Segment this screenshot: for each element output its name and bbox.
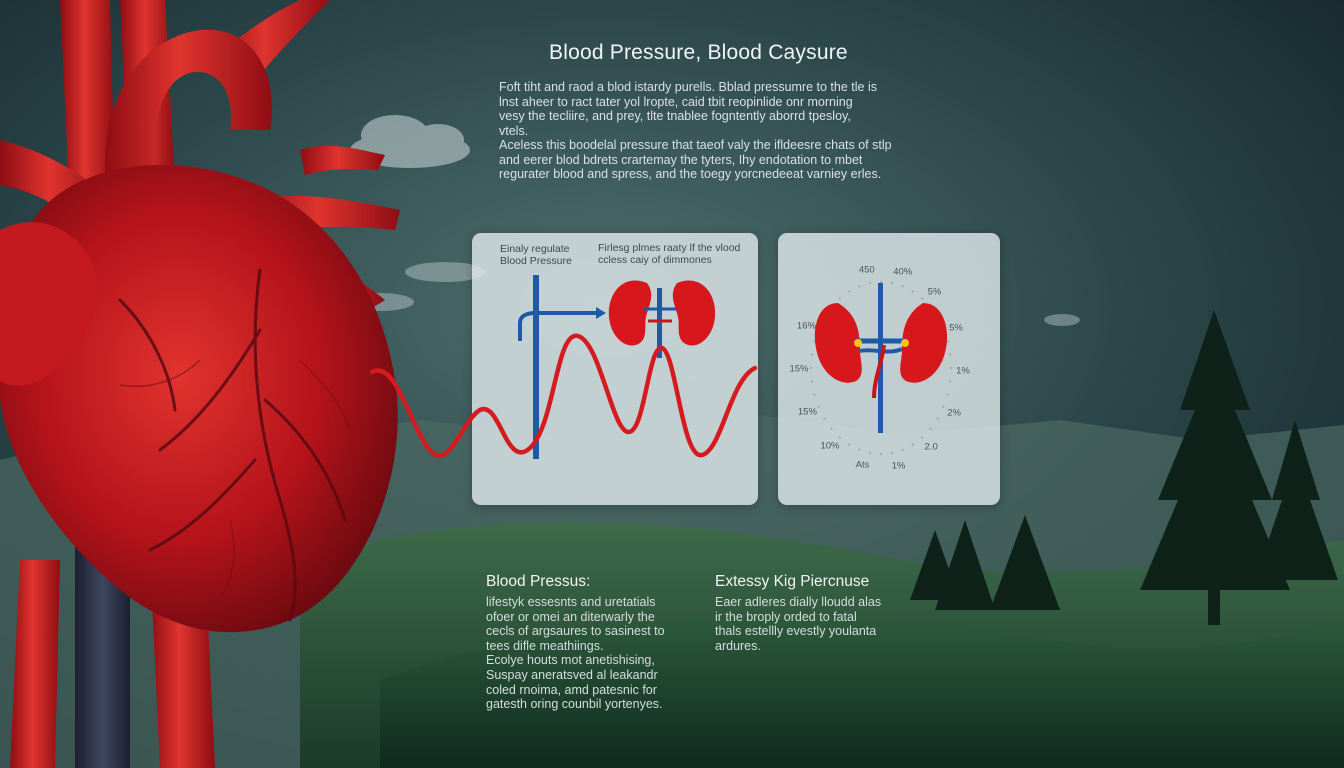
intro-line: vtels. xyxy=(499,123,529,138)
panel-label-regulate: Einaly regulate Blood Pressure xyxy=(500,243,572,267)
dial-label: 1% xyxy=(956,365,970,377)
dial-tick xyxy=(921,297,924,300)
dial-tick xyxy=(830,427,833,430)
pine-tree xyxy=(910,310,1338,625)
dial-label: 5% xyxy=(927,286,942,298)
page-title: Blood Pressure, Blood Caysure xyxy=(549,41,848,64)
dial-label: 16% xyxy=(796,320,816,332)
intro-line: and eerer blod bdrets crartemay the tyte… xyxy=(499,152,863,167)
dial-label: 450 xyxy=(858,264,875,276)
intro-line: vesy the tecliire, and prey, tlte tnable… xyxy=(499,109,851,123)
dial-tick xyxy=(949,380,952,383)
intro-line: Aceless this boodelal pressure that taeo… xyxy=(499,138,892,152)
heart-illustration xyxy=(0,0,400,768)
dial-tick xyxy=(868,281,872,285)
dial-tick xyxy=(813,393,816,396)
dial-tick xyxy=(858,448,861,451)
dial-label: Ats xyxy=(855,459,870,471)
dial-label: 2% xyxy=(947,407,961,419)
dial-tick xyxy=(890,451,894,455)
dial-tick xyxy=(879,280,883,284)
dial-tick xyxy=(868,451,872,455)
section-heading-right: Extessy Kig Piercnuse xyxy=(715,573,870,590)
dial-tick xyxy=(848,290,851,293)
dial-tick xyxy=(813,340,816,343)
dial-tick xyxy=(942,405,945,409)
dial-tick xyxy=(838,297,841,300)
panel-label-hormones: Firlesg plmes raaty lf the vlood ccless … xyxy=(598,242,741,266)
intro-line: regurater blood and spress, and the toeg… xyxy=(499,167,882,181)
blood-pressure-regulation-panel: Einaly regulate Blood Pressure Firlesg p… xyxy=(472,233,758,505)
intro-line: Foft tiht and raod a blod istardy purell… xyxy=(499,80,877,94)
dial-label: 2.0 xyxy=(924,441,938,453)
dial-tick xyxy=(946,340,949,343)
kidney-icon xyxy=(814,303,862,383)
dial-tick xyxy=(809,366,813,370)
dial-tick xyxy=(929,427,932,430)
dial-tick xyxy=(946,393,949,396)
dial-tick xyxy=(823,417,826,420)
kidney-dial-diagram xyxy=(809,280,953,456)
dial-tick xyxy=(949,353,952,356)
dial-tick xyxy=(810,380,813,383)
dial-tick xyxy=(879,452,883,456)
dial-tick xyxy=(936,417,939,420)
dial-tick xyxy=(921,436,924,439)
dial-label: 40% xyxy=(893,266,913,278)
dial-tick xyxy=(901,448,904,451)
pressure-dial-panel: 450 40% 5% 5% 1% 2% 2.0 1% Ats 10% 15% 15% 16% xyxy=(778,233,1000,505)
dial-label: 15% xyxy=(789,363,809,375)
dial-tick xyxy=(810,353,813,356)
section-body-right: Eaer adleres dially lloudd alas ir the b… xyxy=(715,595,882,653)
dial-tick xyxy=(817,405,820,409)
kidney-icon xyxy=(672,280,716,346)
kidney-diagram xyxy=(518,275,716,459)
dial-label: 15% xyxy=(797,406,817,418)
dial-label: 10% xyxy=(820,440,840,452)
intro-line: lnst aheer to ract tater yol lropte, cai… xyxy=(499,94,853,109)
section-body-left: lifestyk essesnts and uretatials ofoer o… xyxy=(486,595,665,712)
artery-line xyxy=(533,275,539,459)
dial-label: 1% xyxy=(891,460,906,472)
kidney-icon xyxy=(608,280,652,346)
kidney-icon xyxy=(900,303,948,383)
section-heading-left: Blood Pressus: xyxy=(486,573,591,590)
dial-tick xyxy=(901,285,904,288)
dial-tick xyxy=(949,366,953,370)
dial-tick xyxy=(911,443,914,446)
dial-tick xyxy=(838,436,841,439)
intro-paragraph: Foft tiht and raod a blod istardy purell… xyxy=(499,80,919,182)
dial-tick xyxy=(848,443,851,446)
dial-tick xyxy=(911,290,914,293)
dial-tick xyxy=(858,285,861,288)
dial-label: 5% xyxy=(949,322,963,334)
dial-tick xyxy=(890,281,894,285)
arrow-icon xyxy=(596,307,606,319)
